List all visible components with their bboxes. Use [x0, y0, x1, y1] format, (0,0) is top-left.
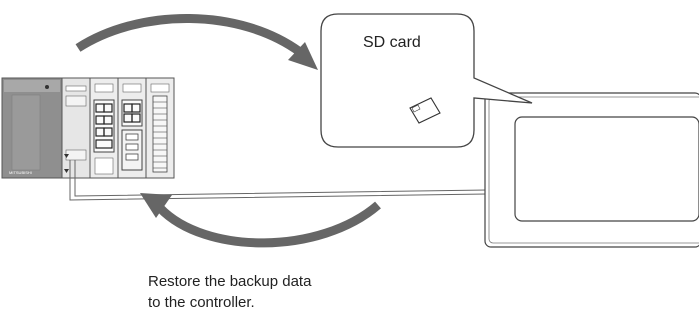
- upper-curved-arrow: [75, 14, 318, 70]
- sd-card-callout: [320, 13, 533, 148]
- sd-card-icon: [409, 97, 441, 124]
- connection-cable: [69, 160, 488, 201]
- plc-brand-label: MITSUBISHI: [9, 170, 32, 175]
- lower-curved-arrow: [140, 193, 381, 248]
- caption: Restore the backup data to the controlle…: [148, 271, 311, 313]
- callout-title: SD card: [363, 34, 421, 51]
- caption-line-2: to the controller.: [148, 294, 255, 311]
- caption-line-1: Restore the backup data: [148, 273, 312, 290]
- plc-controller: MITSUBISHI: [1, 77, 175, 179]
- got-display: [484, 92, 699, 248]
